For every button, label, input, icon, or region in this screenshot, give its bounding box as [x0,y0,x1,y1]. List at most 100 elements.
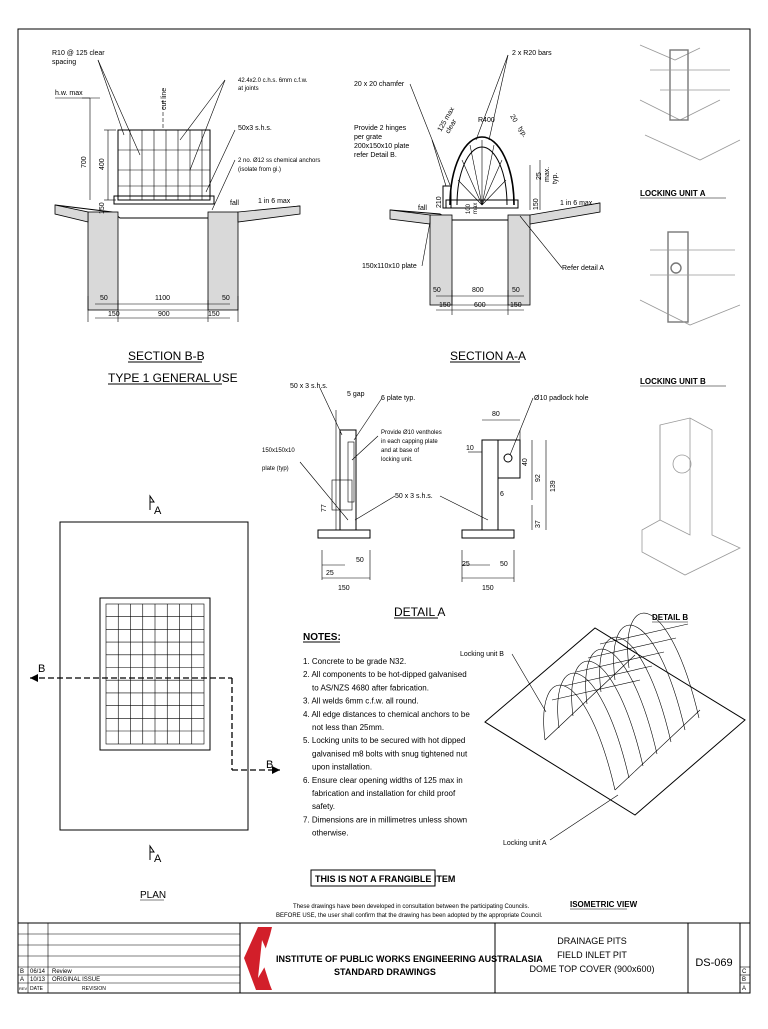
locking-unit-b-title: LOCKING UNIT B [640,377,706,386]
plan-b-left: B [38,663,45,675]
note-line: galvanised m8 bolts with snug tightened … [312,749,468,758]
da-gap: 5 gap [347,391,365,398]
bb-anchors-label2: (isolate from gi.) [238,167,281,173]
iso-unit-a: Locking unit A [503,840,547,847]
note-line: 7. Dimensions are in millimetres unless … [303,815,467,824]
da-dim-6: 6 [500,491,504,498]
bb-shs-label: 50x3 s.h.s. [238,125,272,132]
rev-1-desc: Review [52,969,72,975]
plan-b-right: B [266,759,273,771]
section-bb [54,59,301,322]
note-line: not less than 25mm. [312,723,384,732]
da-plate150b: plate (typ) [262,466,289,472]
da-plate150: 150x150x10 [262,448,295,454]
bb-anchors-label: 2 no. Ø12 ss chemical anchors [238,158,320,164]
aa-hinges-4: refer Detail B. [354,152,397,159]
aa-slope: 1 in 6 max [560,200,593,207]
da-dim-50a: 50 [356,557,364,564]
disclaimer-1: These drawings have been developed in co… [293,904,529,910]
side-rev-c: C [742,969,747,975]
aa-refer: Refer detail A [562,265,604,272]
aa-dim-150b: 150 [510,302,522,309]
rev-3-desc: REVISION [82,986,106,992]
detail-a-drawing [299,387,547,582]
disclaimer-2: BEFORE USE, the user shall confirm that … [276,913,543,919]
da-dim-25b: 25 [462,561,470,568]
bb-dim-1100: 1100 [155,295,170,302]
note-line: upon installation. [312,763,372,772]
aa-dim-600: 600 [474,302,486,309]
da-shs-top: 50 x 3 s.h.s. [290,383,328,390]
aa-hinges-1: Provide 2 hinges [354,125,407,132]
rev-1-date: 06/14 [30,969,46,975]
aa-bars-label: 2 x R20 bars [512,50,552,57]
rev-2-desc: ORIGINAL ISSUE [52,977,100,983]
title-line-1: DRAINAGE PITS [557,936,627,946]
aa-maxb: max [473,203,479,214]
bb-dim-150b: 150 [208,311,220,318]
org-subtitle: STANDARD DRAWINGS [334,967,436,977]
title-line-2: FIELD INLET PIT [557,950,627,960]
aa-title: SECTION A-A [450,349,526,363]
bb-chs-label: 42.4x2.0 c.h.s. 6mm c.f.w. [238,78,308,84]
section-aa [389,54,601,315]
iso-unit-b: Locking unit B [460,651,504,658]
aa-typ: typ. [516,126,528,139]
aa-dim-800: 800 [472,287,484,294]
aa-dim-50b: 50 [512,287,520,294]
plan-a-top: A [154,505,162,517]
bb-dim-50a: 50 [100,295,108,302]
aa-hinges-3: 200x150x10 plate [354,143,409,150]
aa-dim-50a: 50 [433,287,441,294]
aa-hinges-2: per grate [354,134,382,141]
aa-plate: 150x110x10 plate [362,263,417,270]
rev-1-rev: B [20,969,24,975]
rev-2-date: 10/13 [30,977,46,983]
da-dim-25a: 25 [326,570,334,577]
notes-title: NOTES: [303,632,341,643]
da-dim-77: 77 [321,504,328,512]
iso-title: ISOMETRIC VIEW [570,900,638,909]
note-line: 3. All welds 6mm c.f.w. all round. [303,697,419,706]
da-padlock: Ø10 padlock hole [534,395,589,402]
note-line: 5. Locking units to be secured with hot … [303,736,465,745]
aa-100: 100 [466,203,472,214]
note-line: safety. [312,802,335,811]
aa-chamfer-label: 20 x 20 chamfer [354,81,405,88]
da-dim-139: 139 [550,480,557,492]
org-name: INSTITUTE OF PUBLIC WORKS ENGINEERING AU… [276,954,543,964]
aa-fall: fall [418,205,427,212]
bb-dim-400: 400 [99,158,106,170]
bb-dim-700: 700 [81,156,88,168]
frangible-text: THIS IS NOT A FRANGIBLE ITEM [315,874,455,884]
detail-b-drawing [641,417,741,576]
aa-typ2: typ. [552,173,559,184]
da-dim-50b: 50 [500,561,508,568]
locking-unit-a-drawing [639,44,741,161]
da-vent-4: locking unit. [381,457,413,463]
aa-20: 20 [508,114,518,124]
drawing-number: DS-069 [695,957,732,969]
note-line: 4. All edge distances to chemical anchor… [303,710,470,719]
bb-bars-label2: spacing [52,59,76,66]
bb-subtitle: TYPE 1 GENERAL USE [108,371,238,385]
locking-unit-a-title: LOCKING UNIT A [640,189,706,198]
aa-25: 25 [536,172,543,180]
rev-2-rev: A [20,977,24,983]
aa-dim-150a: 150 [439,302,451,309]
bb-bars-label: R10 @ 125 clear [52,50,105,57]
frangible-box [310,869,436,887]
da-dim-10: 10 [466,445,474,452]
aa-r400: R400 [478,117,495,124]
sheet-border [17,28,751,994]
aa-max: max. [544,167,551,182]
da-dim-150b: 150 [482,585,494,592]
plan-title: PLAN [140,890,166,901]
bb-dim-150: 150 [99,202,106,214]
note-line: fabrication and installation for child p… [312,789,456,798]
note-line: 2. All components to be hot-dipped galva… [303,670,467,679]
aa-210: 210 [436,196,443,208]
da-vent-3: and at base of [381,448,419,454]
